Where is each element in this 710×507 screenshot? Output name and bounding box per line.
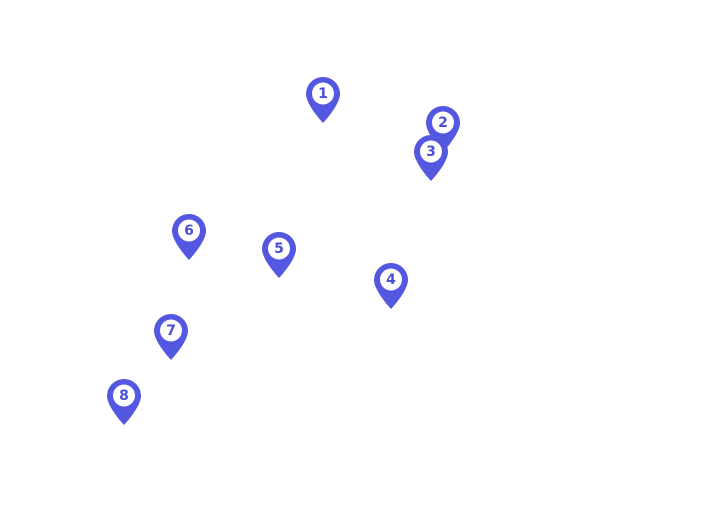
map-pin-icon [374,263,408,309]
map-pin-icon [306,77,340,123]
map-marker-3[interactable]: 3 [413,134,449,182]
map-marker-1[interactable]: 1 [305,76,341,124]
marker-label: 4 [386,272,396,288]
map-marker-4[interactable]: 4 [373,262,409,310]
marker-label: 1 [318,86,328,102]
marker-label: 5 [274,241,284,257]
map-marker-5[interactable]: 5 [261,231,297,279]
map-pin-icon [172,214,206,260]
map-pin-icon [154,314,188,360]
marker-label: 2 [438,115,448,131]
map-pin-icon [107,379,141,425]
marker-label: 6 [184,223,194,239]
map-marker-7[interactable]: 7 [153,313,189,361]
map-pin-icon [414,135,448,181]
map-marker-6[interactable]: 6 [171,213,207,261]
map-marker-8[interactable]: 8 [106,378,142,426]
marker-label: 3 [426,144,436,160]
map-pin-icon [262,232,296,278]
marker-label: 7 [166,323,176,339]
marker-label: 8 [119,388,129,404]
